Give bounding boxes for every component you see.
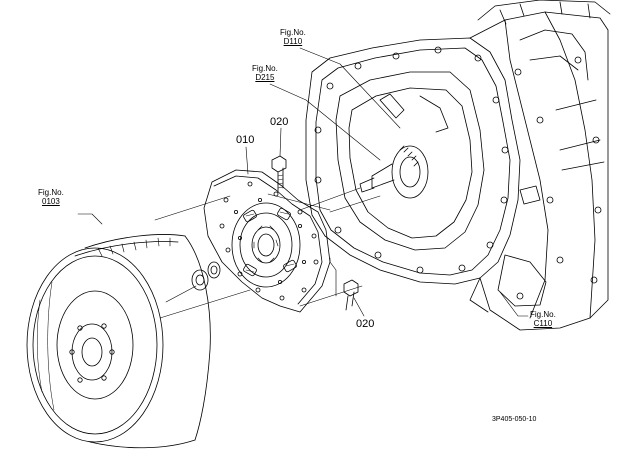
callout-fig-0103: Fig.No. 0103 — [38, 188, 64, 206]
flywheel — [27, 235, 210, 448]
part-number-010: 010 — [236, 134, 255, 146]
callout-fig-c110-number: C110 — [533, 319, 553, 328]
alignment-lines — [155, 188, 380, 318]
transmission-housing — [306, 0, 610, 330]
callout-fig-c110: Fig.No. C110 — [530, 310, 556, 328]
clutch-disc — [204, 170, 330, 312]
callout-fig-c110-caption: Fig.No. — [530, 310, 556, 319]
callout-fig-0103-caption: Fig.No. — [38, 188, 64, 197]
part-number-020-bottom: 020 — [356, 318, 375, 330]
leader-lines — [78, 48, 528, 316]
callout-fig-d215: Fig.No. D215 — [252, 64, 278, 82]
callout-fig-d110-number: D110 — [283, 37, 303, 46]
washers — [192, 262, 220, 290]
callout-fig-d110: Fig.No. D110 — [280, 28, 306, 46]
callout-fig-0103-number: 0103 — [42, 197, 60, 206]
callout-fig-d110-caption: Fig.No. — [280, 28, 306, 37]
callout-fig-d215-caption: Fig.No. — [252, 64, 278, 73]
bolt-top — [272, 156, 286, 192]
callout-fig-d215-number: D215 — [255, 73, 275, 82]
part-number-020-top: 020 — [270, 116, 289, 128]
drawing-code: 3P405-050-10 — [492, 416, 537, 423]
bolt-bottom — [344, 280, 358, 310]
